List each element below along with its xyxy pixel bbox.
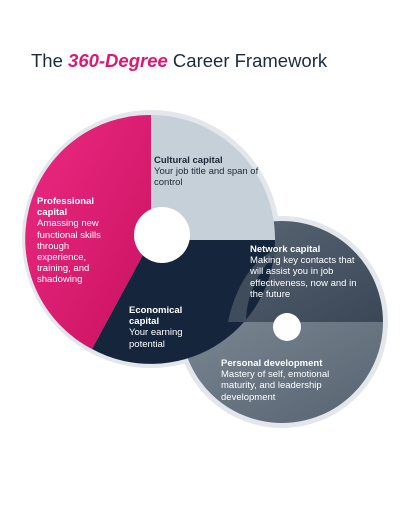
personal-development-segment xyxy=(181,322,383,423)
personal-development-heading: Personal development xyxy=(221,358,323,369)
lower-ring-hole xyxy=(273,313,301,341)
personal-development-label: Personal development Mastery of self, em… xyxy=(221,358,341,403)
personal-development-body: Mastery of self, emotional maturity, and… xyxy=(221,369,330,403)
upper-ring-hole xyxy=(134,207,190,263)
diagram-title: The 360-Degree Career Framework xyxy=(31,50,327,72)
cultural-capital-body: Your job title and span of control xyxy=(154,166,259,189)
cultural-capital-segment xyxy=(151,115,276,240)
network-capital-label: Network capital Making key contacts that… xyxy=(250,244,360,300)
network-connector xyxy=(228,246,285,322)
professional-capital-heading: Professional capital xyxy=(37,196,95,219)
title-prefix: The xyxy=(31,50,69,71)
title-suffix: Career Framework xyxy=(167,50,328,71)
economical-capital-segment xyxy=(92,240,275,364)
network-capital-heading: Network capital xyxy=(250,244,321,255)
economical-capital-body: Your earning potential xyxy=(129,327,183,350)
professional-capital-segment xyxy=(25,114,151,349)
professional-capital-body: Amassing new functional skills through e… xyxy=(37,218,101,286)
network-capital-body: Making key contacts that will assist you… xyxy=(250,255,357,300)
title-highlight: 360-Degree xyxy=(68,50,168,71)
economical-capital-heading: Economical capital xyxy=(129,305,183,328)
economical-capital-label: Economical capital Your earning potentia… xyxy=(129,305,201,350)
cultural-capital-label: Cultural capital Your job title and span… xyxy=(154,155,264,189)
cultural-capital-heading: Cultural capital xyxy=(154,155,223,166)
professional-capital-label: Professional capital Amassing new functi… xyxy=(37,196,113,286)
